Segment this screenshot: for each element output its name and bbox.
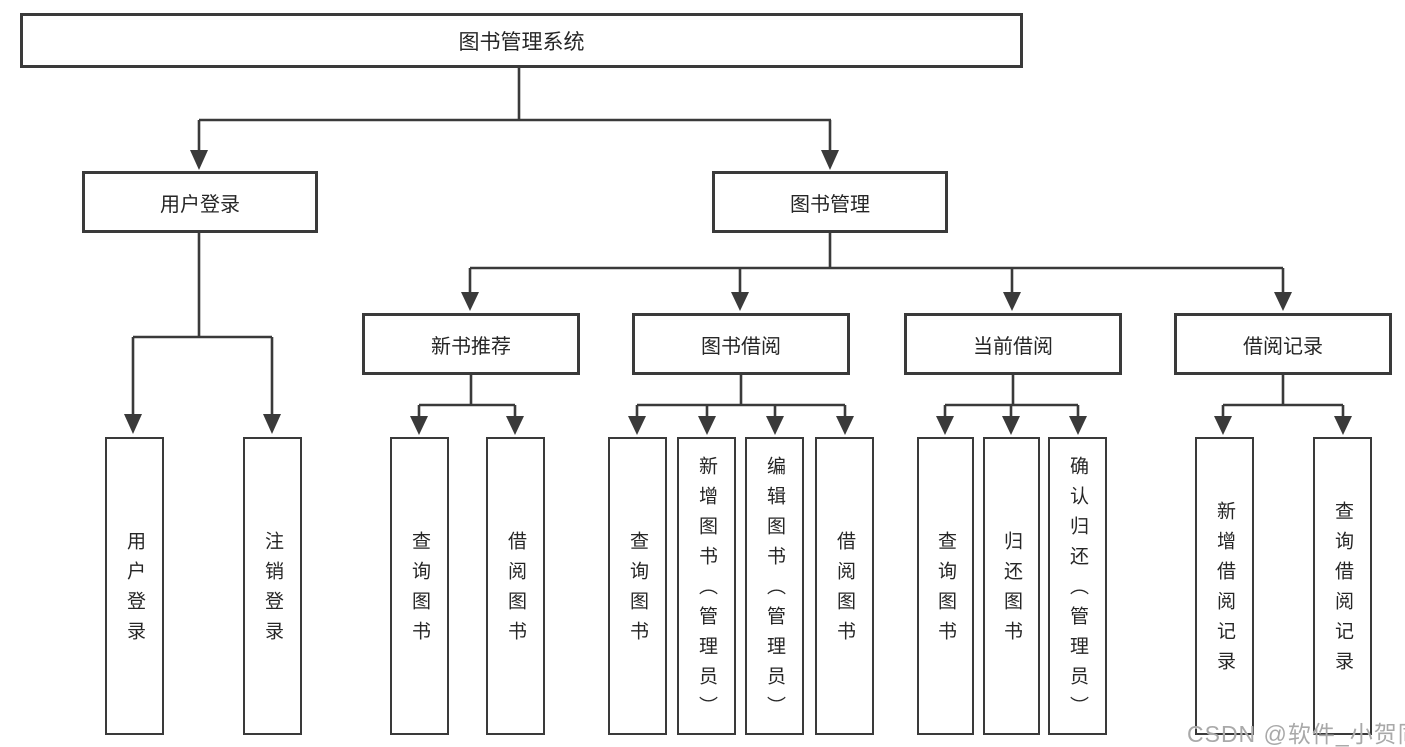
node-label: 用户登录	[160, 193, 240, 216]
leaf-label: 查询图书	[627, 531, 648, 651]
node-label: 新书推荐	[431, 335, 511, 358]
leaf-label: 查询图书	[409, 531, 430, 651]
leaf-label: 编辑图书（管理员）	[764, 456, 785, 726]
node-new-book-recommend: 新书推荐	[362, 313, 580, 375]
watermark: CSDN @软件_小贺同学	[1187, 721, 1405, 747]
leaf-add-book-admin: 新增图书（管理员）	[677, 437, 736, 735]
leaf-label: 确认归还（管理员）	[1067, 456, 1088, 726]
leaf-user-login: 用户登录	[105, 437, 164, 735]
leaf-return-books: 归还图书	[983, 437, 1040, 735]
node-library-system: 图书管理系统	[20, 13, 1023, 68]
leaf-edit-book-admin: 编辑图书（管理员）	[745, 437, 804, 735]
node-label: 当前借阅	[973, 335, 1053, 358]
leaf-query-borrow-record: 查询借阅记录	[1313, 437, 1372, 735]
node-label: 图书管理系统	[458, 30, 585, 54]
leaf-query-books-borrow: 查询图书	[608, 437, 667, 735]
leaf-label: 新增图书（管理员）	[696, 456, 717, 726]
leaf-label: 查询图书	[935, 531, 956, 651]
leaf-label: 用户登录	[124, 531, 145, 651]
leaf-label: 借阅图书	[505, 531, 526, 651]
leaf-label: 借阅图书	[834, 531, 855, 651]
leaf-query-books-current: 查询图书	[917, 437, 974, 735]
leaf-add-borrow-record: 新增借阅记录	[1195, 437, 1254, 735]
node-book-borrow: 图书借阅	[632, 313, 850, 375]
leaf-query-books-recommend: 查询图书	[390, 437, 449, 735]
leaf-label: 新增借阅记录	[1214, 501, 1235, 681]
leaf-borrow-books: 借阅图书	[815, 437, 874, 735]
node-book-management: 图书管理	[712, 171, 948, 233]
node-current-borrow: 当前借阅	[904, 313, 1122, 375]
leaf-confirm-return-admin: 确认归还（管理员）	[1048, 437, 1107, 735]
node-label: 借阅记录	[1243, 335, 1323, 358]
node-label: 图书管理	[790, 193, 870, 216]
leaf-label: 查询借阅记录	[1332, 501, 1353, 681]
leaf-label: 归还图书	[1001, 531, 1022, 651]
leaf-borrow-books-recommend: 借阅图书	[486, 437, 545, 735]
leaf-label: 注销登录	[262, 531, 283, 651]
node-user-login: 用户登录	[82, 171, 318, 233]
leaf-logout: 注销登录	[243, 437, 302, 735]
node-label: 图书借阅	[701, 335, 781, 358]
node-borrow-records: 借阅记录	[1174, 313, 1392, 375]
